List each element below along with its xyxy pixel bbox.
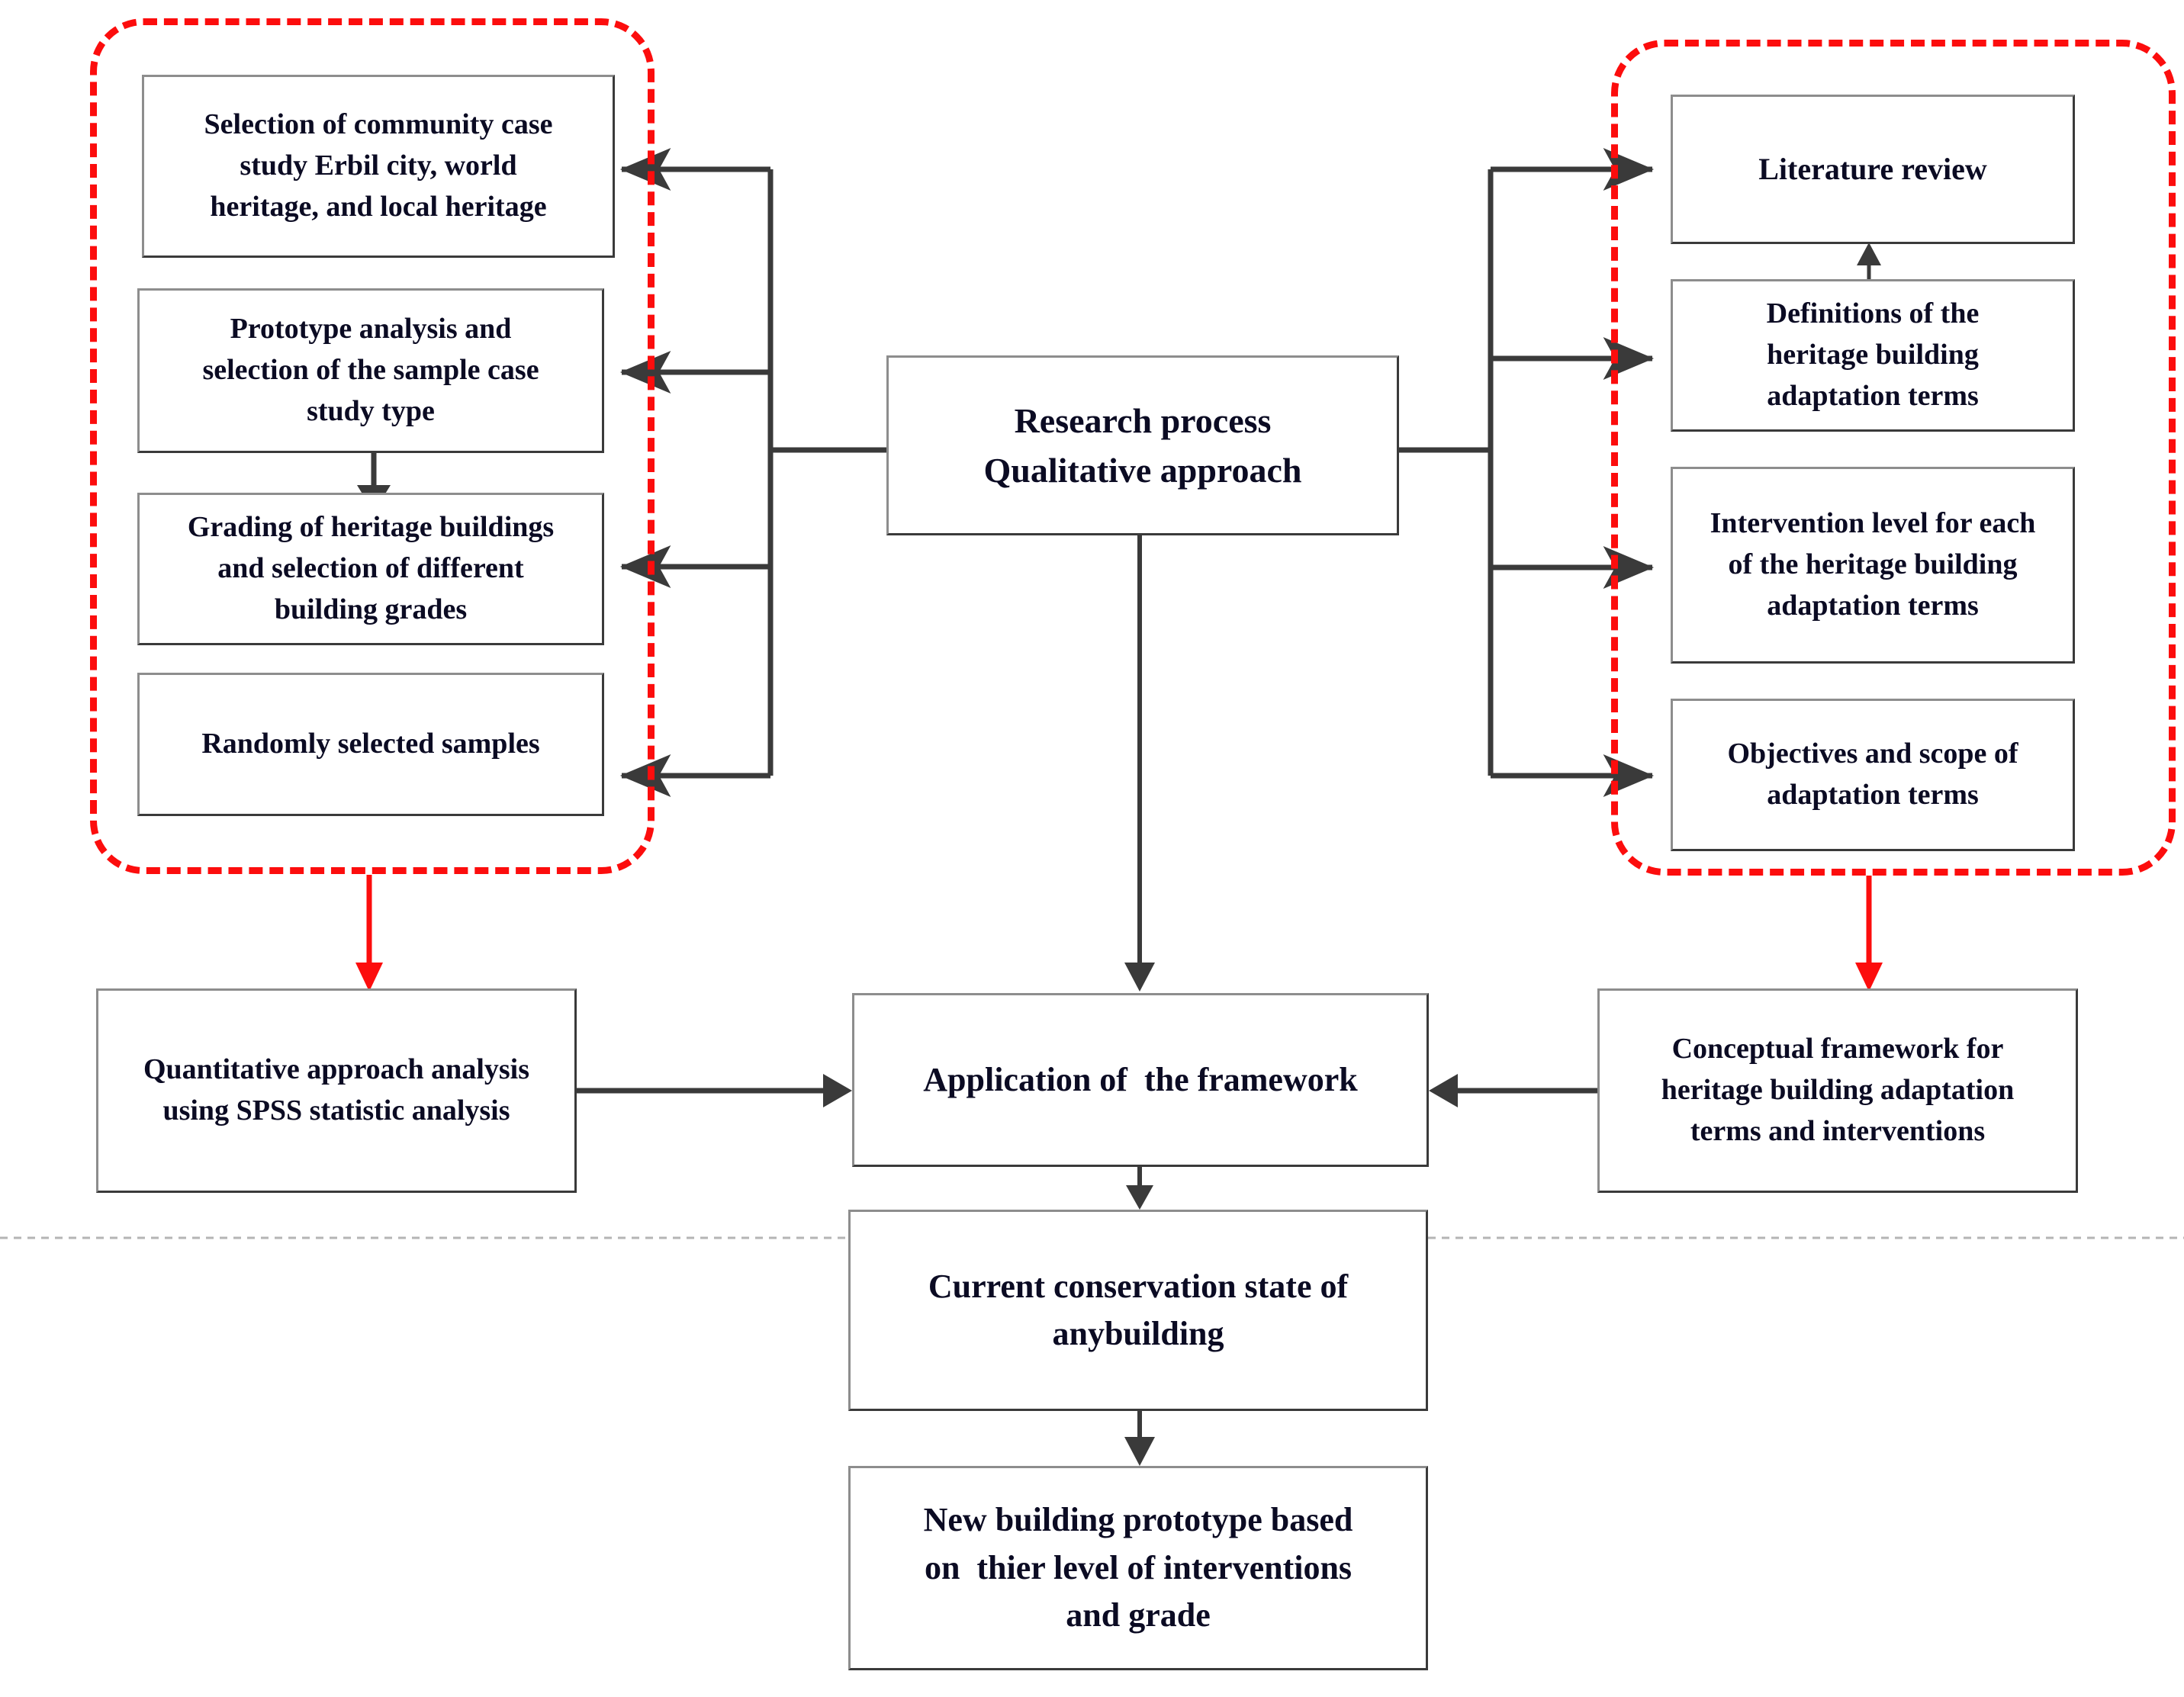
node-grading-buildings[interactable]: Grading of heritage buildings and select… <box>137 493 604 645</box>
line: of the heritage building <box>1728 548 2018 581</box>
line: using SPSS statistic analysis <box>162 1094 510 1127</box>
line: building grades <box>274 593 468 625</box>
line: on thier level of interventions <box>924 1548 1353 1586</box>
node-objectives-scope[interactable]: Objectives and scope of adaptation terms <box>1671 699 2075 851</box>
left-dashed-region <box>90 18 655 874</box>
line: heritage building adaptation <box>1661 1074 2015 1107</box>
line: Application of the framework <box>923 1060 1358 1098</box>
line: heritage building <box>1767 339 1979 371</box>
node-new-prototype[interactable]: New building prototype based on thier le… <box>848 1466 1428 1670</box>
edge-conservation-to-prototype-head <box>1124 1437 1155 1466</box>
node-application-framework[interactable]: Application of the framework <box>852 993 1429 1167</box>
line: Intervention level for each <box>1710 507 2036 540</box>
edge-research-to-left-group <box>619 148 886 797</box>
line: Current conservation state of <box>928 1267 1349 1305</box>
node-randomly-selected[interactable]: Randomly selected samples <box>137 673 604 816</box>
line: anybuilding <box>1052 1315 1224 1352</box>
line: Definitions of the <box>1766 297 1980 330</box>
line: Qualitative approach <box>983 451 1302 490</box>
node-current-conservation[interactable]: Current conservation state of anybuildin… <box>848 1210 1428 1411</box>
node-prototype-analysis[interactable]: Prototype analysis and selection of the … <box>137 288 604 453</box>
right-dashed-region <box>1611 40 2176 876</box>
node-definitions-terms[interactable]: Definitions of the heritage building ada… <box>1671 279 2075 432</box>
line: study type <box>307 394 435 427</box>
line: adaptation terms <box>1767 779 1979 811</box>
line: Research process <box>1014 400 1272 440</box>
edge-conceptual-to-application-head <box>1429 1074 1458 1107</box>
line: Objectives and scope of <box>1727 738 2018 770</box>
node-intervention-level[interactable]: Intervention level for each of the herit… <box>1671 467 2075 664</box>
line: Grading of heritage buildings <box>187 511 555 544</box>
node-research-process[interactable]: Research process Qualitative approach <box>886 355 1399 535</box>
line: Randomly selected samples <box>201 728 540 760</box>
line: terms and interventions <box>1690 1114 1986 1147</box>
node-conceptual-framework[interactable]: Conceptual framework for heritage buildi… <box>1597 988 2078 1193</box>
node-literature-review[interactable]: Literature review <box>1671 95 2075 244</box>
line: Conceptual framework for <box>1671 1033 2004 1065</box>
line: and selection of different <box>217 552 524 585</box>
edge-application-to-conservation-head <box>1126 1185 1153 1210</box>
edge-right-region-to-conceptual-head <box>1855 963 1883 992</box>
node-selection-community[interactable]: Selection of community case study Erbil … <box>142 75 615 258</box>
line: Prototype analysis and <box>230 313 512 346</box>
line: New building prototype based <box>923 1501 1353 1539</box>
line: Literature review <box>1758 151 1987 186</box>
line: Selection of community case <box>204 108 553 141</box>
line: adaptation terms <box>1767 379 1979 412</box>
edge-quantitative-to-application-head <box>823 1074 852 1107</box>
edge-research-to-application-head <box>1124 963 1155 992</box>
edge-left-region-to-quantitative-head <box>355 963 383 992</box>
node-quantitative-spss[interactable]: Quantitative approach analysis using SPS… <box>96 988 577 1193</box>
line: and grade <box>1066 1596 1211 1634</box>
line: selection of the sample case <box>202 354 539 387</box>
line: Quantitative approach analysis <box>143 1053 530 1086</box>
line: study Erbil city, world <box>240 149 517 182</box>
line: heritage, and local heritage <box>210 190 547 223</box>
line: adaptation terms <box>1767 589 1979 622</box>
